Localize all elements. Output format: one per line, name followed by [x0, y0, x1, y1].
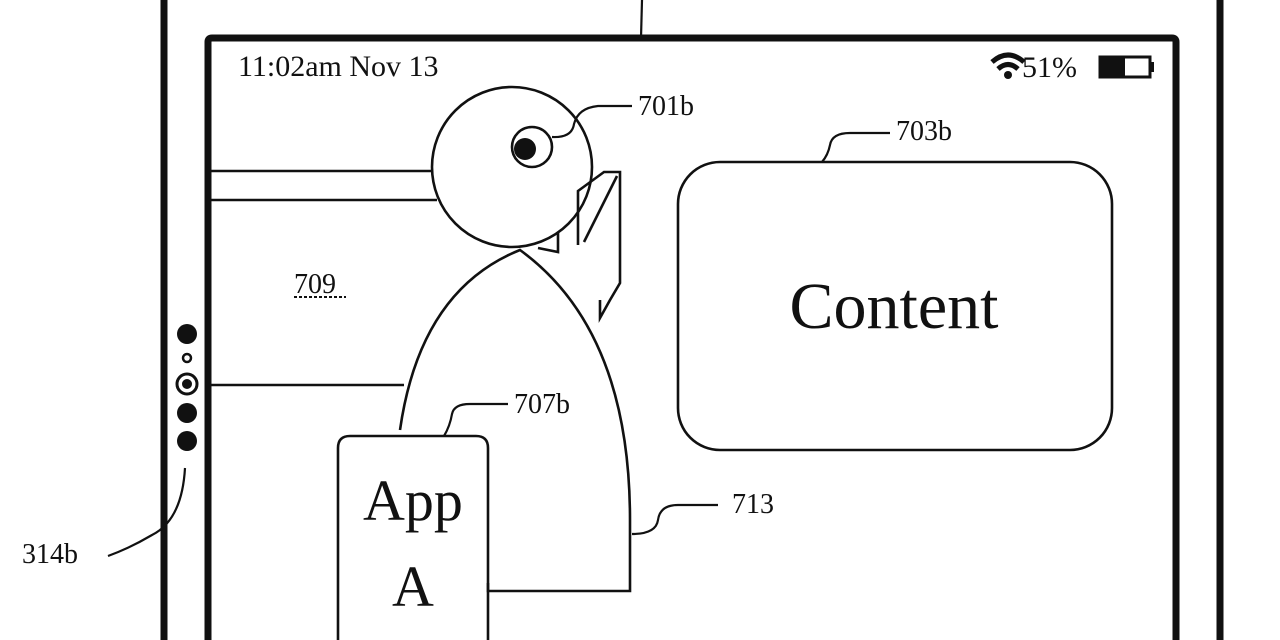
avatar-pupil — [514, 138, 536, 160]
avatar-head — [430, 85, 594, 249]
leader-701b — [551, 104, 632, 139]
content-window[interactable]: Content — [676, 160, 1114, 452]
top-connector-line — [639, 0, 644, 39]
avatar-eye — [510, 125, 554, 169]
avatar-shoulder — [537, 232, 560, 254]
battery-icon — [1098, 55, 1154, 79]
label-314b: 314b — [22, 539, 78, 570]
label-707b: 707b — [514, 389, 570, 420]
avatar-body — [398, 248, 632, 593]
side-control-ring-center — [182, 379, 192, 389]
app-a-label-line2: A — [392, 554, 434, 619]
leader-703b — [821, 131, 890, 163]
side-control-dot-1[interactable] — [177, 324, 197, 344]
label-709: 709 — [294, 269, 336, 300]
label-713: 713 — [732, 489, 774, 520]
app-a-icon[interactable]: App A — [336, 434, 490, 640]
side-control-dot-2[interactable] — [177, 403, 197, 423]
side-controls — [175, 324, 199, 451]
app-a-label-line1: App — [363, 468, 463, 533]
leader-707b — [443, 402, 508, 437]
side-control-small-ring[interactable] — [181, 352, 193, 364]
screen-frame — [204, 34, 1180, 640]
avatar-held-object-fold — [582, 175, 619, 243]
side-control-dot-3[interactable] — [177, 431, 197, 451]
battery-percent: 51% — [1022, 51, 1077, 84]
leader-314b — [107, 467, 187, 558]
status-time-date: 11:02am Nov 13 — [238, 50, 439, 83]
battery-fill-level — [1101, 58, 1125, 76]
leader-713 — [631, 503, 718, 536]
content-window-label: Content — [790, 270, 999, 343]
avatar-held-object — [576, 170, 622, 324]
wifi-icon — [990, 52, 1026, 79]
label-703b: 703b — [896, 116, 952, 147]
label-701b: 701b — [638, 91, 694, 122]
